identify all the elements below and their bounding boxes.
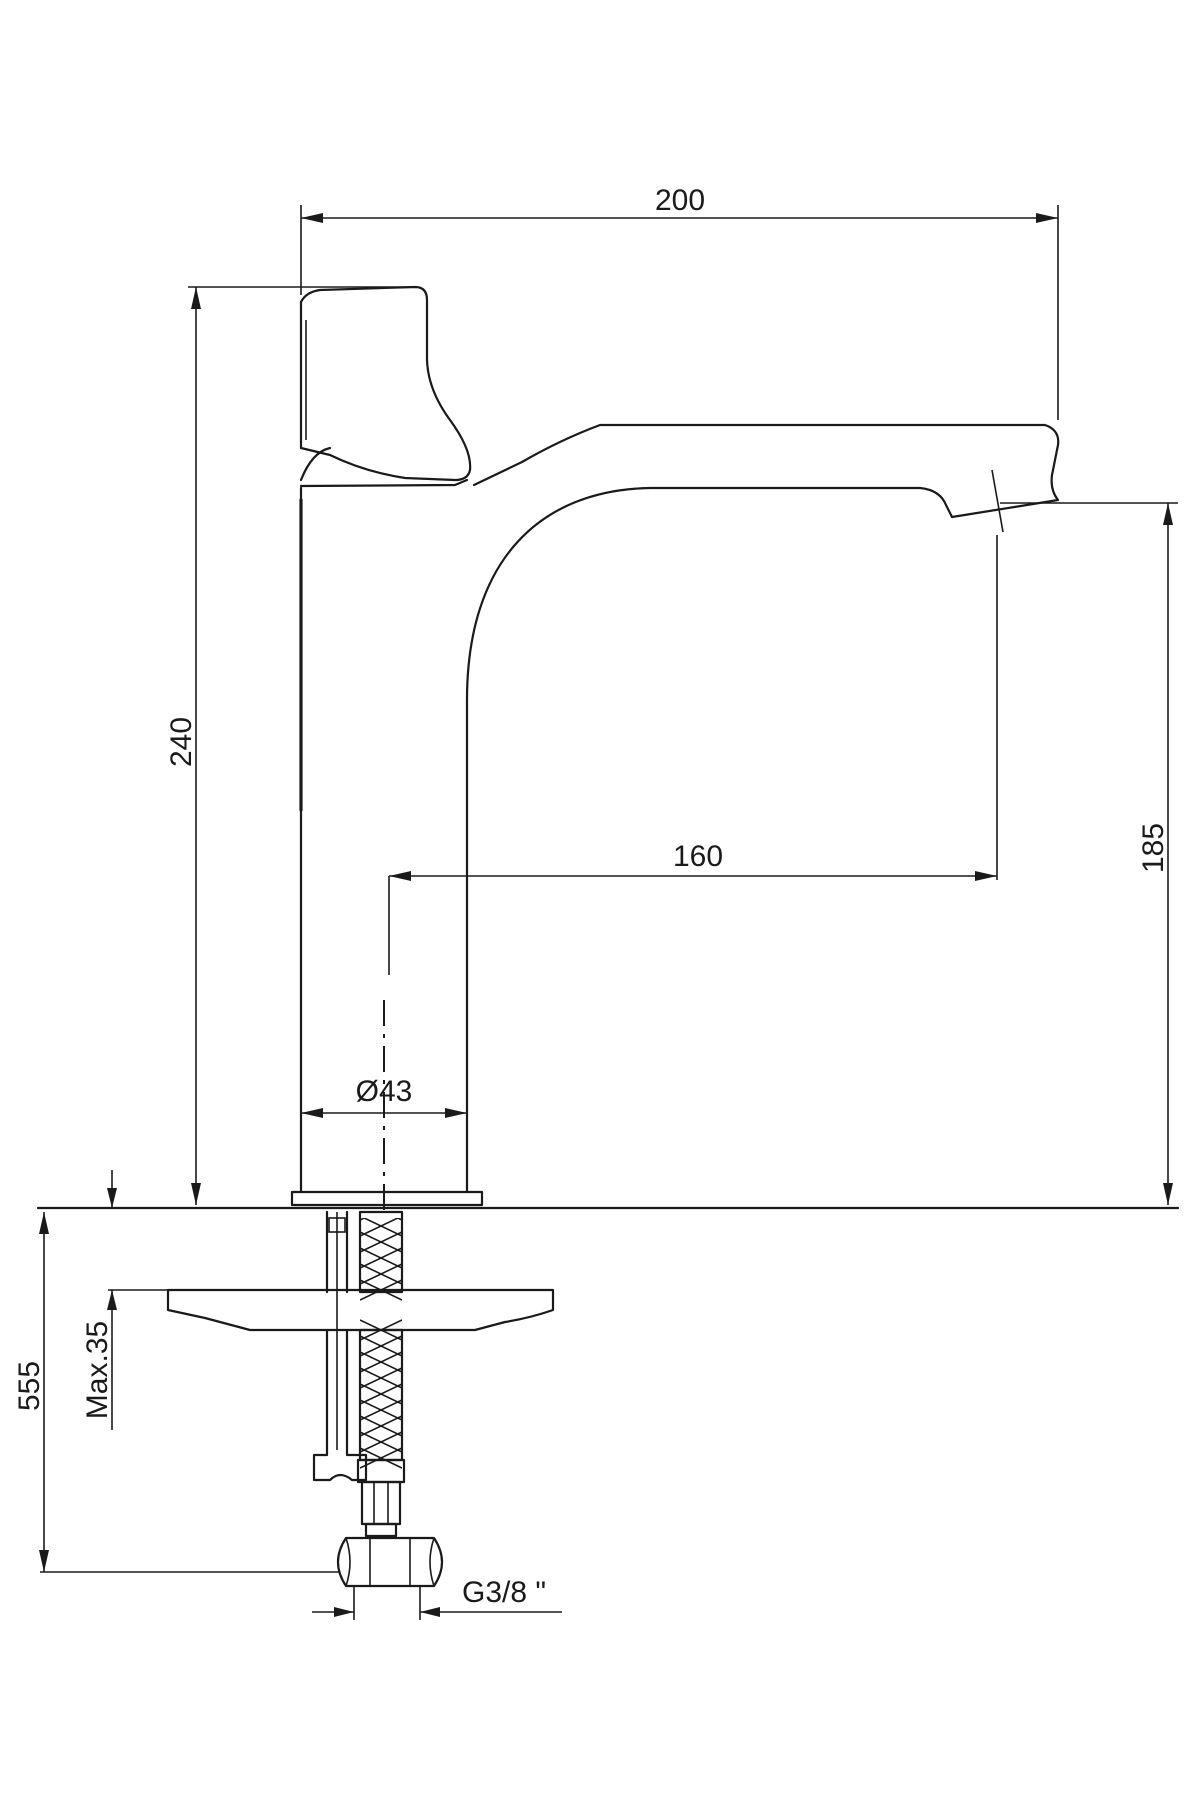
dim-spout-reach: 160 <box>388 535 998 975</box>
mounting-plate <box>166 1288 555 1332</box>
dim-connection-thread-label: G3/8 " <box>462 1576 546 1609</box>
flexible-hose <box>336 1210 444 1588</box>
dim-overall-length-label: 200 <box>655 184 705 217</box>
dim-hose-length-label: 555 <box>13 1361 46 1411</box>
faucet-body <box>299 423 1060 1194</box>
threaded-rod <box>312 1210 368 1482</box>
dim-max-thickness: Max.35 <box>81 1170 168 1430</box>
dim-hose-length: 555 <box>13 1212 340 1573</box>
faucet-handle <box>299 285 472 488</box>
dim-overall-height-label: 240 <box>165 717 198 767</box>
dim-spout-height: 185 <box>1000 502 1178 1205</box>
dim-overall-length: 200 <box>300 184 1059 420</box>
dim-spout-reach-label: 160 <box>673 840 723 873</box>
base-flange <box>290 1190 484 1207</box>
dim-connection-thread: G3/8 " <box>312 1576 562 1620</box>
dim-overall-height: 240 <box>165 286 410 1205</box>
dim-body-diameter: Ø43 <box>301 1075 467 1118</box>
dim-body-diameter-label: Ø43 <box>356 1075 413 1108</box>
dim-max-thickness-label: Max.35 <box>81 1321 114 1419</box>
dim-spout-height-label: 185 <box>1137 823 1170 873</box>
